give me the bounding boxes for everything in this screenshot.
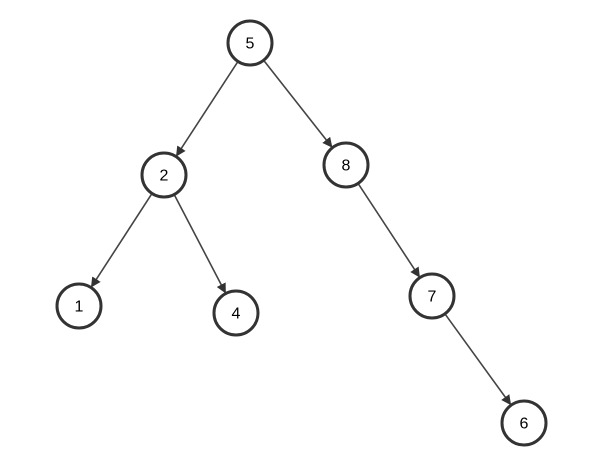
node-label: 5 xyxy=(246,36,255,53)
node-label: 2 xyxy=(160,168,169,185)
node-label: 6 xyxy=(520,416,529,433)
node-circle xyxy=(212,289,260,337)
tree-node: 8 xyxy=(322,141,370,189)
edge-n8-to-n7 xyxy=(357,182,421,278)
node-circle xyxy=(500,399,548,447)
edge-n2-to-n1 xyxy=(90,193,153,288)
tree-node: 7 xyxy=(408,272,456,320)
node-label: 8 xyxy=(342,158,351,175)
node-circle xyxy=(226,19,274,67)
node-label: 1 xyxy=(75,299,84,316)
node-circle xyxy=(408,272,456,320)
node-label: 4 xyxy=(232,306,241,323)
node-circle xyxy=(322,141,370,189)
edge-n7-to-n6 xyxy=(444,313,512,406)
edge-n5-to-n2 xyxy=(175,60,239,157)
tree-node: 1 xyxy=(55,282,103,330)
tree-node: 2 xyxy=(140,151,188,199)
tree-node: 6 xyxy=(500,399,548,447)
node-label: 7 xyxy=(428,289,437,306)
node-circle xyxy=(140,151,188,199)
tree-node: 5 xyxy=(226,19,274,67)
edge-n2-to-n4 xyxy=(173,194,227,294)
tree-node: 4 xyxy=(212,289,260,337)
node-circle xyxy=(55,282,103,330)
edges-layer xyxy=(90,59,512,406)
edge-n5-to-n8 xyxy=(262,59,333,148)
